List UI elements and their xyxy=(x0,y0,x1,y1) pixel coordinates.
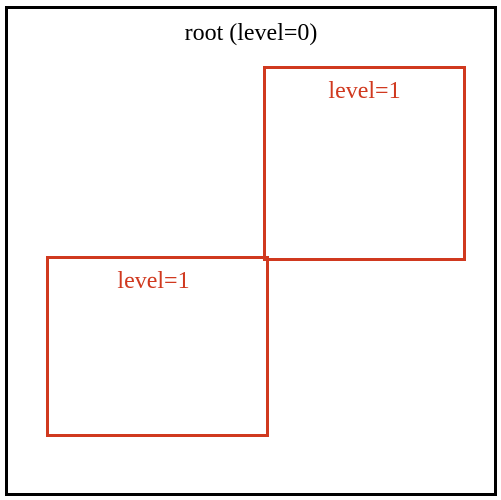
root-node-label: root (level=0) xyxy=(184,20,318,46)
child-node-label-upper-right: level=1 xyxy=(328,78,401,104)
child-node-box-upper-right: level=1 xyxy=(263,66,466,261)
child-node-label-lower-left: level=1 xyxy=(117,268,190,294)
root-node-box: root (level=0) xyxy=(5,6,497,496)
child-node-box-lower-left: level=1 xyxy=(46,256,269,437)
